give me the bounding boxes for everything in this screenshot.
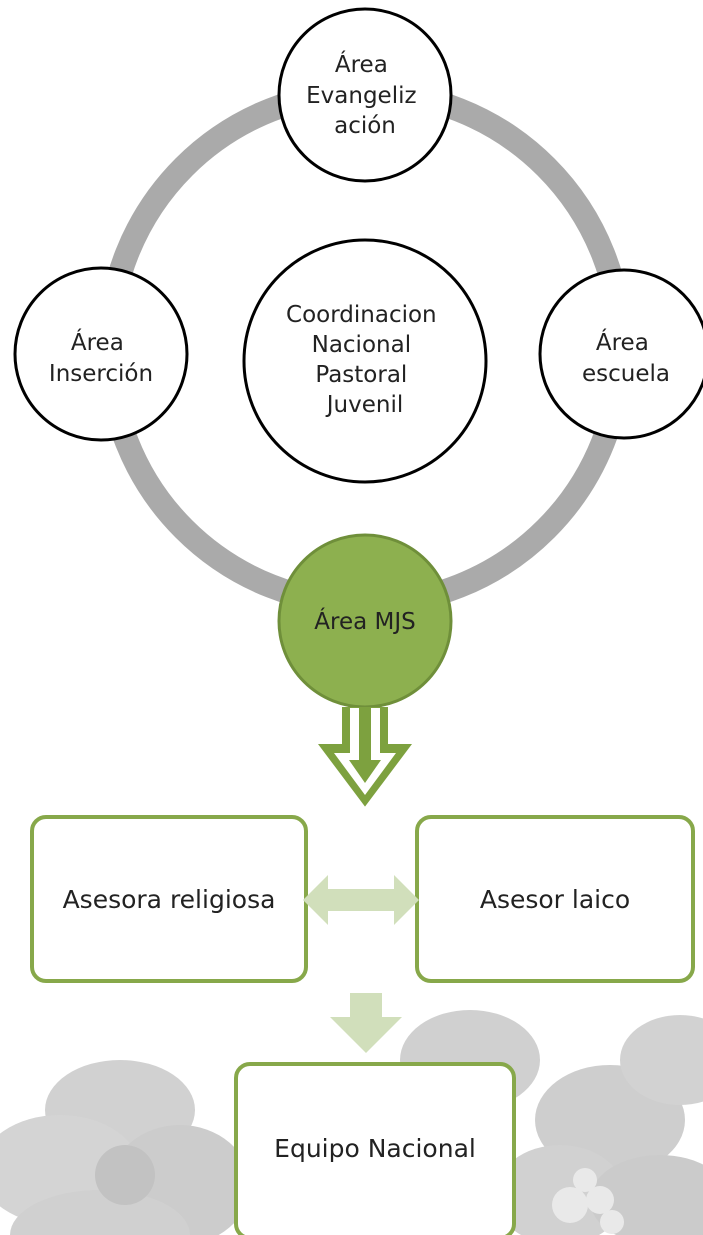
center-node-line-4: Juvenil [325, 392, 403, 418]
center-node: Coordinacion Nacional Pastoral Juvenil [242, 238, 488, 484]
center-node-label: Coordinacion Nacional Pastoral Juvenil [286, 302, 444, 418]
mjs-area-line-1: Área MJS [314, 607, 415, 635]
right-area-label: Área escuela [582, 328, 670, 387]
top-area-line-1: Área [335, 50, 388, 78]
top-area-node: Área Evangeliz ación [277, 7, 453, 183]
center-node-line-1: Coordinacion [286, 302, 437, 328]
left-area-line-1: Área [71, 328, 124, 356]
left-area-line-2: Inserción [49, 361, 153, 387]
final-box-frame [234, 1062, 516, 1235]
advisor-box-left-label: Asesora religiosa [63, 885, 276, 914]
final-box: Equipo Nacional [234, 1062, 516, 1235]
advisor-box-right: Asesor laico [415, 815, 695, 983]
advisor-box-left: Asesora religiosa [30, 815, 308, 983]
top-area-line-3: ación [334, 113, 396, 139]
right-area-circle [538, 268, 703, 440]
left-area-label: Área Inserción [49, 328, 153, 387]
final-box-label: Equipo Nacional [274, 1134, 476, 1163]
mjs-area-label: Área MJS [314, 607, 415, 635]
bidirectional-arrow [303, 875, 419, 925]
mjs-area-node: Área MJS [277, 533, 453, 709]
top-area-label: Área Evangeliz ación [306, 50, 424, 139]
left-area-circle [13, 266, 189, 442]
advisor-box-right-label: Asesor laico [480, 885, 630, 914]
flower-left [0, 1060, 250, 1235]
center-node-line-3: Pastoral [315, 362, 407, 388]
right-area-line-2: escuela [582, 361, 670, 387]
right-area-node: Área escuela [538, 268, 703, 440]
flower-right [495, 1015, 703, 1235]
down-arrow-light [330, 993, 402, 1053]
left-area-node: Área Inserción [13, 266, 189, 442]
right-area-line-1: Área [596, 328, 649, 356]
down-arrow-outline [318, 707, 412, 807]
top-area-circle [277, 7, 453, 183]
center-node-line-2: Nacional [312, 332, 411, 358]
top-area-line-2: Evangeliz [306, 83, 416, 109]
center-node-circle [242, 238, 488, 484]
